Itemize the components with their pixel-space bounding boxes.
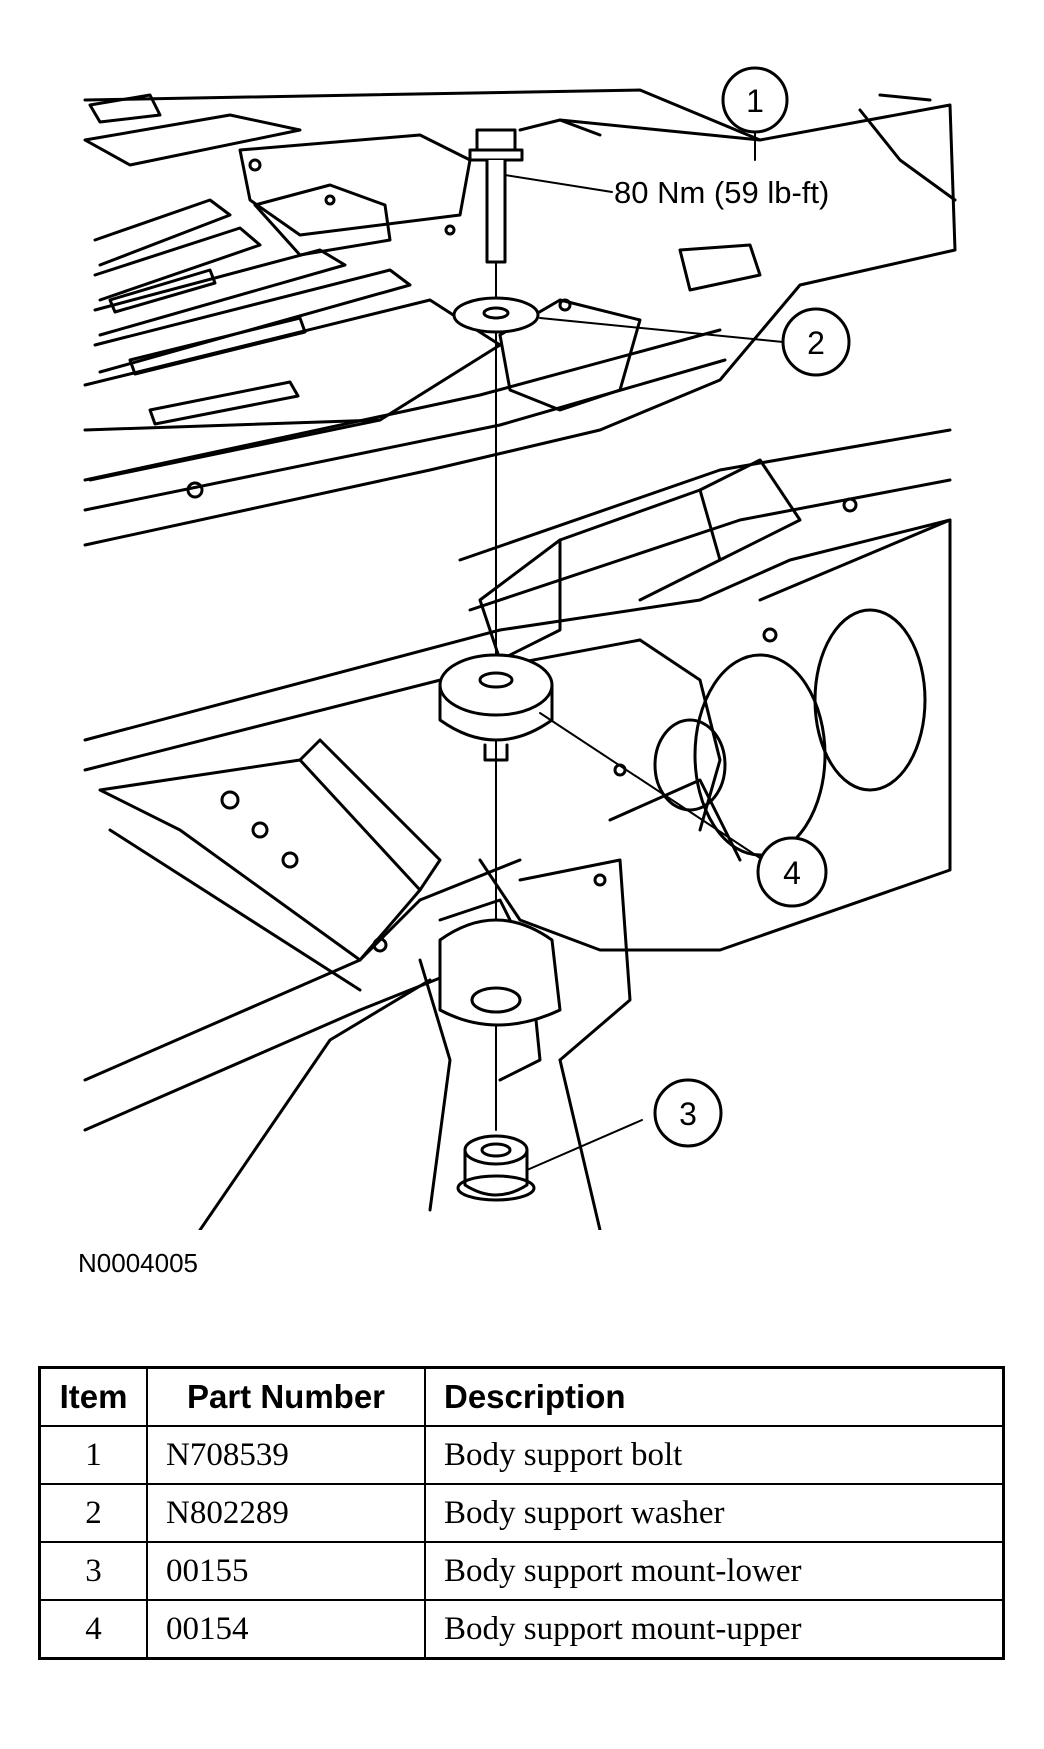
lower-mount-drawing: [456, 1134, 536, 1202]
cell-description: Body support bolt: [424, 1425, 1005, 1485]
cell-item: 3: [38, 1541, 148, 1601]
table-row: 4 00154 Body support mount-upper: [38, 1599, 1005, 1660]
cell-item: 4: [38, 1599, 148, 1660]
cell-part-number: N802289: [146, 1483, 426, 1543]
callout-4-number: 4: [783, 855, 801, 891]
callout-3-number: 3: [679, 1096, 697, 1132]
exploded-view-illustration: 1 2 4 3 80 Nm (59 lb-ft): [83, 66, 957, 1230]
leader-lines: [504, 131, 784, 1171]
cell-description: Body support mount-lower: [424, 1541, 1005, 1601]
callout-1-number: 1: [746, 83, 764, 119]
parts-table: Item Part Number Description 1 N708539 B…: [38, 1366, 1005, 1660]
callout-4-circle: [756, 836, 828, 908]
table-row: 1 N708539 Body support bolt: [38, 1425, 1005, 1485]
cell-description: Body support washer: [424, 1483, 1005, 1543]
bolt-drawing: [468, 128, 524, 264]
header-item: Item: [38, 1366, 148, 1427]
cell-description: Body support mount-upper: [424, 1599, 1005, 1660]
table-row: 3 00155 Body support mount-lower: [38, 1541, 1005, 1601]
figure-id: N0004005: [78, 1248, 198, 1278]
cell-part-number: 00154: [146, 1599, 426, 1660]
table-row: 2 N802289 Body support washer: [38, 1483, 1005, 1543]
torque-spec-label: 80 Nm (59 lb-ft): [614, 175, 829, 210]
cell-part-number: 00155: [146, 1541, 426, 1601]
cell-part-number: N708539: [146, 1425, 426, 1485]
table-header-row: Item Part Number Description: [38, 1366, 1005, 1427]
washer-drawing: [452, 296, 540, 334]
callout-2-circle: [781, 307, 851, 377]
header-part-number: Part Number: [146, 1366, 426, 1427]
upper-mount-drawing: [438, 653, 554, 762]
header-description: Description: [424, 1366, 1005, 1427]
callout-1-circle: [721, 66, 789, 134]
frame-rail-drawing: [83, 428, 952, 1230]
callout-3-circle: [653, 1078, 723, 1148]
frame-bracket-drawing: [438, 918, 562, 1027]
callout-2-number: 2: [807, 325, 825, 361]
cell-item: 1: [38, 1425, 148, 1485]
floor-pan-drawing: [83, 88, 957, 547]
cell-item: 2: [38, 1483, 148, 1543]
